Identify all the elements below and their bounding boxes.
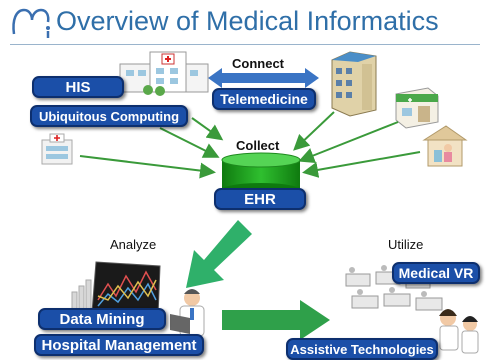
his-box: HIS [32,76,124,98]
page-title: Overview of Medical Informatics [56,6,439,36]
home-care-icon [422,125,468,167]
collect-label: Collect [236,138,280,153]
telemedicine-box: Telemedicine [212,88,316,110]
utilize-label: Utilize [388,237,424,252]
medical-vr-box: Medical VR [392,262,480,284]
hospital-building-icon [119,51,209,96]
doctor-illustration [170,289,205,337]
assistive-technologies-box: Assistive Technologies [286,338,438,360]
connect-label: Connect [232,56,284,71]
data-mining-box: Data Mining [38,308,166,330]
ubiquitous-computing-box: Ubiquitous Computing [30,105,188,127]
office-building-icon [331,51,377,117]
hospital-management-box: Hospital Management [34,334,204,356]
utilize-arrow [222,300,330,340]
analyze-arrow [186,220,252,288]
pharmacy-icon [395,87,439,129]
clinic-icon [41,133,73,165]
collect-arrows [79,111,421,179]
ehr-box: EHR [214,188,306,210]
logo-icon [12,8,50,38]
connect-arrow [208,68,319,88]
analyze-label: Analyze [110,237,157,252]
title-divider [10,44,480,45]
